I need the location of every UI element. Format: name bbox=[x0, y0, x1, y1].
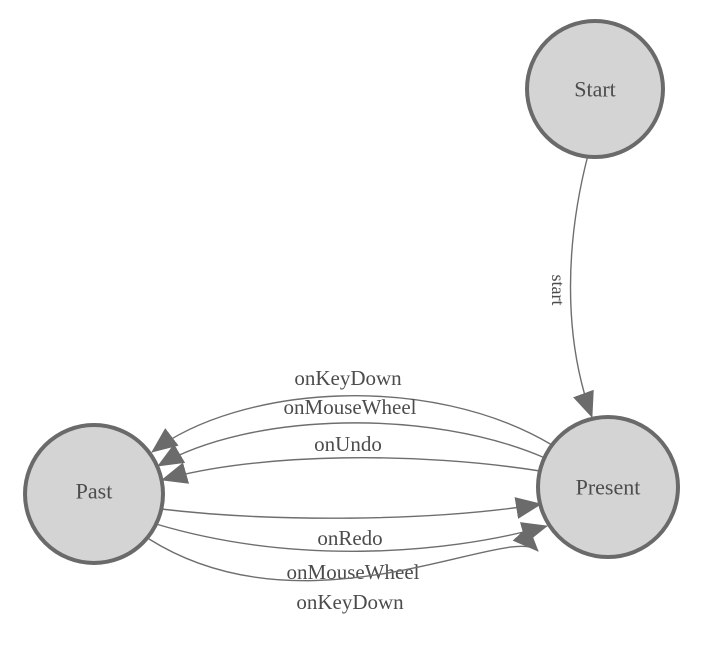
edge-label-onredo: onRedo bbox=[317, 526, 382, 550]
edge-past-to-present-onredo: onRedo bbox=[160, 497, 542, 550]
node-start-label: Start bbox=[574, 77, 616, 102]
edge-label-onkeydown-top: onKeyDown bbox=[294, 366, 402, 390]
edge-label-onundo: onUndo bbox=[314, 432, 382, 456]
edge-present-to-past-onmousewheel: onMouseWheel bbox=[157, 395, 546, 467]
edge-start-to-present-path bbox=[569, 154, 594, 418]
node-start: Start bbox=[525, 19, 665, 159]
edge-present-to-past-onkeydown-path bbox=[151, 395, 553, 453]
edge-present-to-past-onkeydown: onKeyDown bbox=[151, 366, 553, 453]
edge-start-to-present: start bbox=[548, 154, 594, 418]
node-past-label: Past bbox=[76, 479, 113, 504]
node-past-circle bbox=[23, 423, 165, 565]
edge-present-to-past-onundo-path bbox=[161, 457, 541, 484]
edge-present-to-past-onmousewheel-path bbox=[157, 422, 546, 467]
edge-past-to-present-onkeydown-path bbox=[148, 525, 539, 582]
node-past: Past bbox=[23, 423, 165, 565]
edge-past-to-present-onredo-path bbox=[160, 497, 542, 519]
edge-label-onmousewheel-top: onMouseWheel bbox=[284, 395, 417, 419]
edge-group: start onKeyDown onMouseWheel onUndo onRe… bbox=[148, 154, 594, 614]
node-present: Present bbox=[536, 415, 680, 559]
edge-label-onkeydown-bottom: onKeyDown bbox=[296, 590, 404, 614]
node-present-circle bbox=[536, 415, 680, 559]
node-start-circle bbox=[525, 19, 665, 159]
edge-past-to-present-onmousewheel-path bbox=[155, 522, 548, 552]
edge-label-start: start bbox=[548, 275, 568, 306]
node-group: Start Past Present bbox=[23, 19, 680, 565]
edge-past-to-present-onkeydown: onKeyDown bbox=[148, 525, 539, 614]
node-present-label: Present bbox=[576, 475, 641, 500]
edge-present-to-past-onundo: onUndo bbox=[161, 432, 541, 484]
